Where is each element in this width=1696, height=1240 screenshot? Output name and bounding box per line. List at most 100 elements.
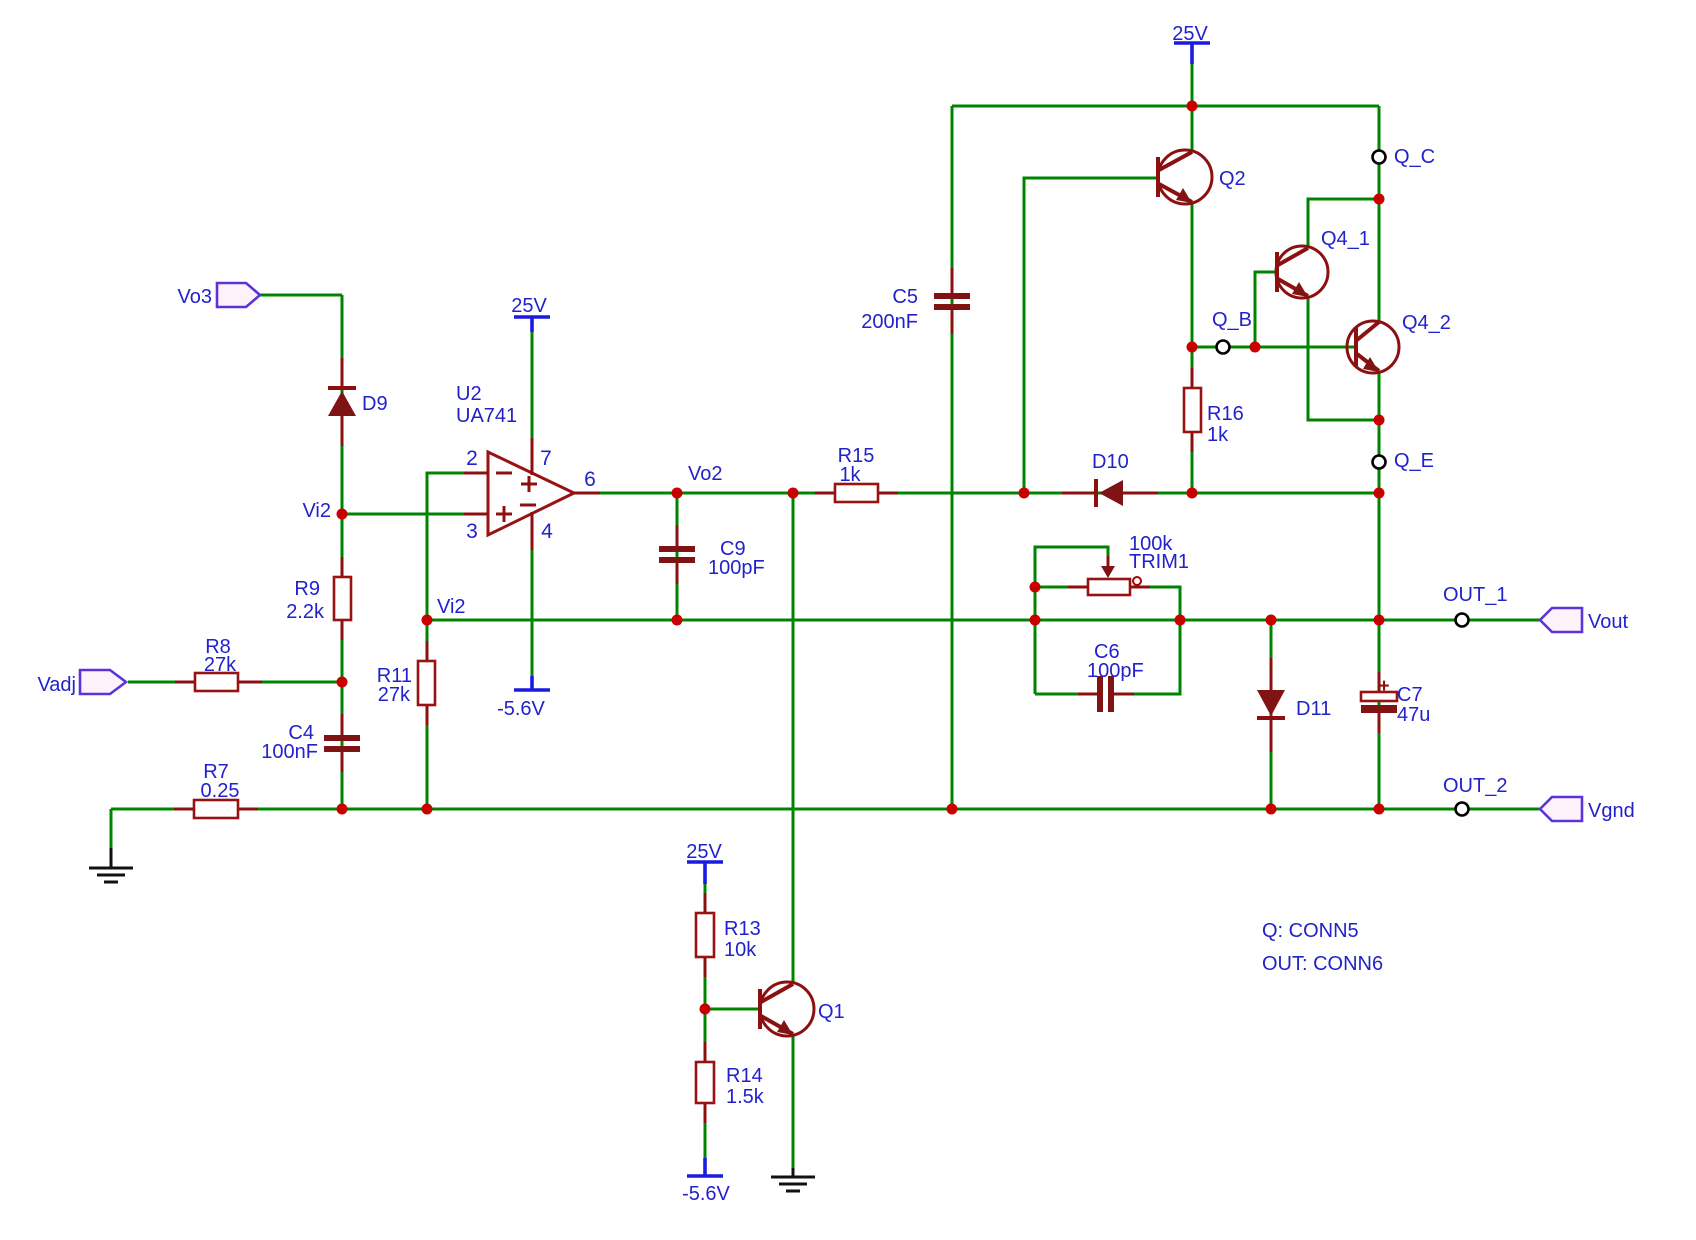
connector-vadj bbox=[78, 668, 129, 696]
resistor-r7 bbox=[174, 798, 258, 820]
transistor-q1 bbox=[758, 980, 816, 1038]
net-label-out-2: OUT_2 bbox=[1443, 775, 1507, 797]
connector-vo3 bbox=[215, 281, 262, 309]
net-label-q-b: Q_B bbox=[1212, 309, 1252, 331]
terminal-out-1 bbox=[1454, 612, 1470, 628]
resistor-r9 bbox=[332, 557, 353, 640]
diode-d11 bbox=[1257, 658, 1285, 752]
r15-val-label: 1k bbox=[839, 464, 861, 486]
opamp-u2 bbox=[464, 438, 600, 550]
power-label-neg5v6-opamp: -5.6V bbox=[497, 698, 545, 720]
capacitor-c4 bbox=[324, 714, 360, 772]
terminal-q-e bbox=[1371, 454, 1387, 470]
r16-val-label: 1k bbox=[1207, 424, 1229, 446]
capacitor-c5 bbox=[934, 268, 970, 334]
net-label-out-1: OUT_1 bbox=[1443, 584, 1507, 606]
resistor-r15 bbox=[815, 482, 898, 504]
r8-ref-label: R8 bbox=[205, 636, 231, 658]
q4-1-ref-label: Q4_1 bbox=[1321, 228, 1370, 250]
d11-ref-label: D11 bbox=[1296, 698, 1331, 720]
power-label-25v-opamp: 25V bbox=[511, 295, 547, 317]
r13-ref-label: R13 bbox=[724, 918, 761, 940]
transistor-q4-2 bbox=[1345, 319, 1401, 375]
c4-val-label: 100nF bbox=[261, 741, 318, 763]
opamp-pin7-label: 7 bbox=[540, 447, 552, 470]
r11-val-label: 27k bbox=[378, 684, 411, 706]
c5-val-label: 200nF bbox=[861, 311, 918, 333]
r16-ref-label: R16 bbox=[1207, 403, 1244, 425]
transistor-q4-1 bbox=[1274, 244, 1330, 300]
power-label-25v-top: 25V bbox=[1172, 23, 1208, 45]
resistor-r14 bbox=[694, 1042, 716, 1123]
transistor-q2 bbox=[1156, 148, 1214, 206]
power-label-25v-bottom: 25V bbox=[686, 841, 722, 863]
ground-symbol-q1 bbox=[771, 1168, 815, 1193]
net-label-q-e: Q_E bbox=[1394, 450, 1434, 472]
q1-ref-label: Q1 bbox=[818, 1001, 845, 1023]
opamp-part-label: UA741 bbox=[456, 405, 517, 427]
net-label-vo2: Vo2 bbox=[688, 463, 722, 485]
net-label-vadj: Vadj bbox=[37, 674, 76, 696]
r7-val-label: 0.25 bbox=[201, 780, 240, 802]
terminal-out-2 bbox=[1454, 801, 1470, 817]
diode-d10 bbox=[1062, 479, 1158, 507]
r9-val-label: 2.2k bbox=[286, 601, 325, 623]
c6-ref-label: C6 bbox=[1094, 641, 1120, 663]
net-label-vi2-upper: Vi2 bbox=[302, 500, 331, 522]
resistor-r11 bbox=[416, 641, 437, 725]
power-symbol-25v-bottom bbox=[687, 860, 723, 884]
note-q-conn: Q: CONN5 bbox=[1262, 920, 1359, 942]
connector-vgnd bbox=[1538, 795, 1584, 823]
r14-val-label: 1.5k bbox=[726, 1086, 765, 1108]
note-out-conn: OUT: CONN6 bbox=[1262, 953, 1383, 975]
r11-ref-label: R11 bbox=[377, 665, 412, 687]
c4-ref-label: C4 bbox=[288, 722, 314, 744]
c7-val-label: 47u bbox=[1397, 704, 1430, 726]
diode-d9 bbox=[328, 358, 356, 446]
r15-ref-label: R15 bbox=[838, 445, 875, 467]
q2-ref-label: Q2 bbox=[1219, 168, 1246, 190]
resistor-r16 bbox=[1182, 368, 1203, 452]
trim1-val-label: 100k bbox=[1129, 533, 1173, 555]
net-label-vi2-lower: Vi2 bbox=[437, 596, 466, 618]
d9-ref-label: D9 bbox=[362, 393, 388, 415]
terminal-q-c bbox=[1371, 149, 1387, 165]
q4-2-ref-label: Q4_2 bbox=[1402, 312, 1451, 334]
opamp-pin2-label: 2 bbox=[466, 447, 478, 470]
trimmer-trim1 bbox=[1068, 556, 1150, 597]
junction-dots bbox=[336, 100, 1385, 1015]
resistor-r8 bbox=[175, 671, 262, 693]
r7-ref-label: R7 bbox=[203, 761, 229, 783]
d10-ref-label: D10 bbox=[1092, 451, 1129, 473]
net-label-vout: Vout bbox=[1588, 611, 1628, 633]
c9-val-label: 100pF bbox=[708, 557, 765, 579]
capacitor-c7 bbox=[1359, 672, 1399, 733]
connector-vout bbox=[1538, 606, 1584, 634]
c9-ref-label: C9 bbox=[720, 538, 746, 560]
trim1-ref-label: TRIM1 bbox=[1129, 551, 1189, 573]
capacitor-c6 bbox=[1078, 676, 1134, 712]
terminal-q-b bbox=[1215, 339, 1231, 355]
r8-val-label: 27k bbox=[204, 654, 237, 676]
c6-val-label: 100pF bbox=[1087, 660, 1144, 682]
ground-symbol-left bbox=[89, 848, 133, 884]
r13-val-label: 10k bbox=[724, 939, 757, 961]
c7-polarity-mark: + bbox=[1378, 676, 1389, 697]
c5-ref-label: C5 bbox=[892, 286, 918, 308]
opamp-pin6-label: 6 bbox=[584, 468, 596, 491]
power-symbol-25v-top bbox=[1174, 41, 1210, 64]
net-label-q-c: Q_C bbox=[1394, 146, 1435, 168]
resistor-r13 bbox=[694, 893, 716, 977]
net-label-vo3: Vo3 bbox=[178, 286, 212, 308]
opamp-pin3-label: 3 bbox=[466, 520, 478, 543]
power-label-neg5v6-bottom: -5.6V bbox=[682, 1183, 730, 1205]
opamp-ref-label: U2 bbox=[456, 383, 482, 405]
net-label-vgnd: Vgnd bbox=[1588, 800, 1635, 822]
power-symbol-25v-opamp bbox=[514, 315, 550, 332]
power-symbol-neg5v6-opamp bbox=[514, 676, 550, 692]
c7-ref-label: C7 bbox=[1397, 684, 1423, 706]
r9-ref-label: R9 bbox=[294, 578, 320, 600]
power-symbol-neg5v6-bottom bbox=[687, 1158, 723, 1178]
opamp-pin4-label: 4 bbox=[541, 520, 553, 543]
